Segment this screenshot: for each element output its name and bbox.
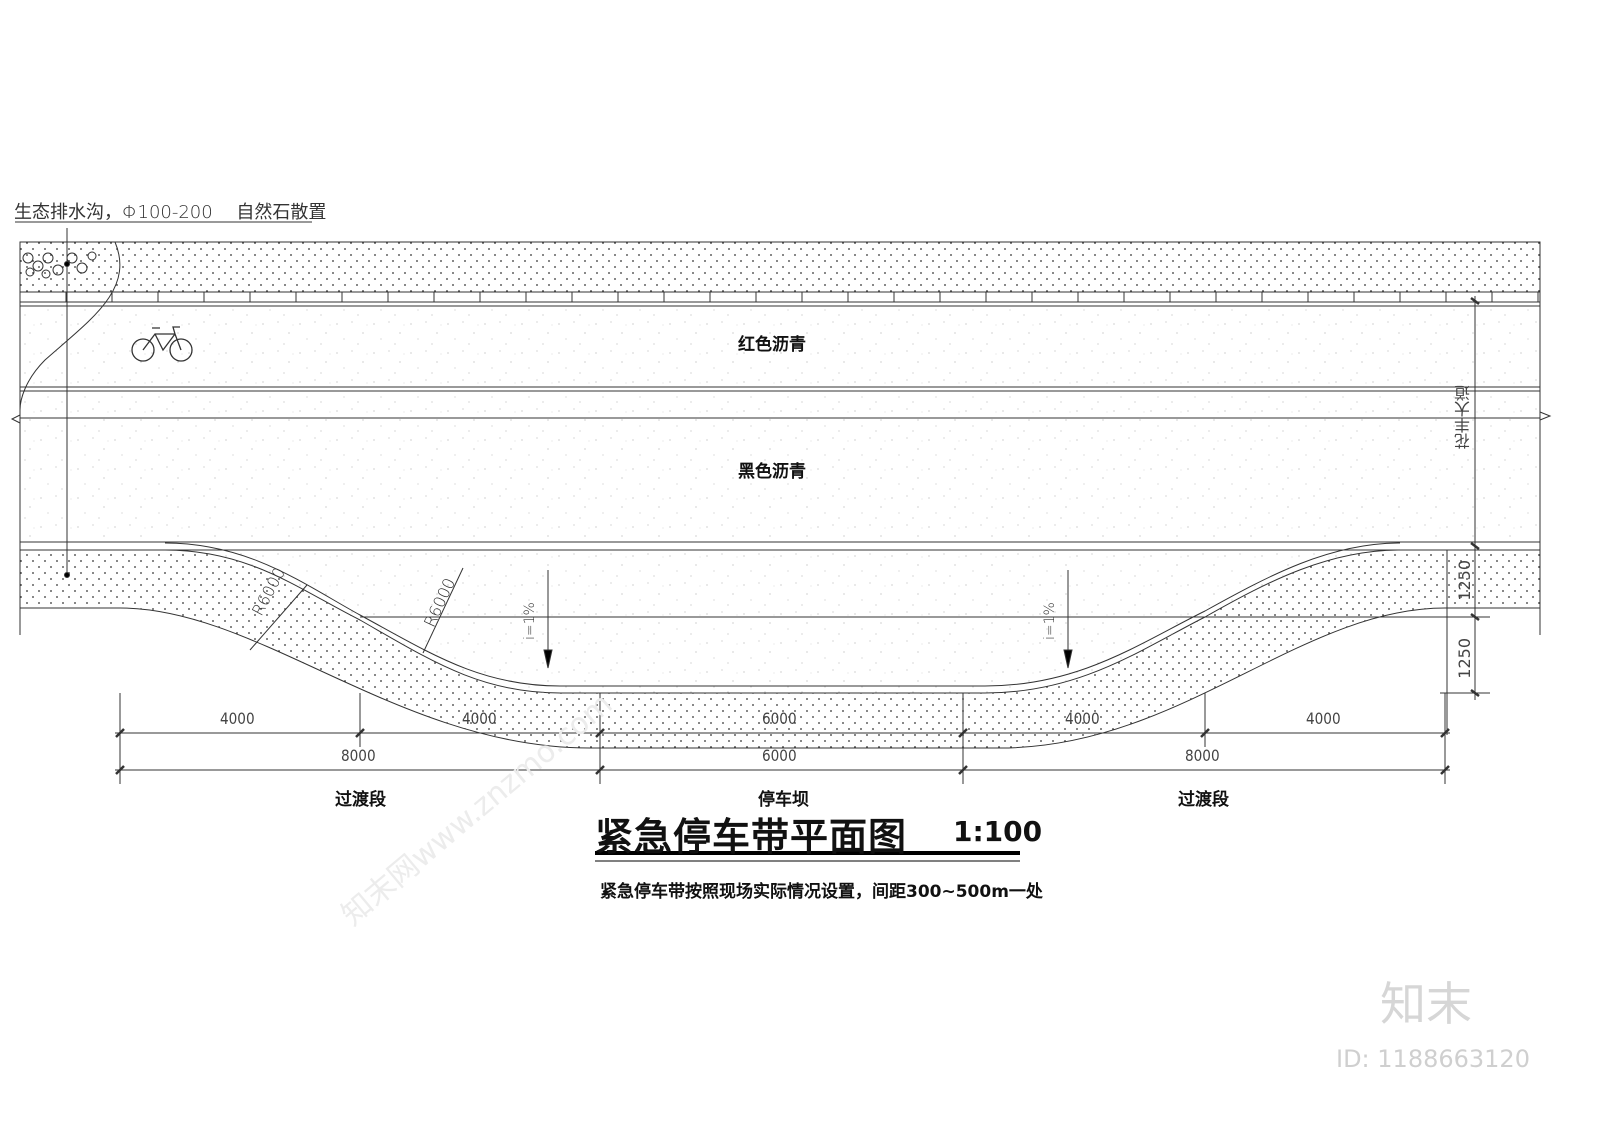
drawing-note: 紧急停车带按照现场实际情况设置，间距300~500m一处 <box>600 882 1043 902</box>
slope-label-left: i=1% <box>522 602 538 640</box>
natural-stones <box>22 251 97 279</box>
segment-label-transition-left: 过渡段 <box>335 790 386 810</box>
dim-row1-5: 4000 <box>1306 709 1341 728</box>
segment-label-transition-right: 过渡段 <box>1178 790 1229 810</box>
bicycle-icon <box>131 326 193 362</box>
red-asphalt-lane <box>19 305 1541 388</box>
dim-row2-1: 8000 <box>341 746 376 765</box>
dim-row2-2: 6000 <box>762 746 797 765</box>
road-name-label: 花丰大道 <box>1454 385 1473 449</box>
right-dim-1: 1250 <box>1455 560 1474 601</box>
black-asphalt-label: 黑色沥青 <box>738 462 806 482</box>
black-asphalt-lane <box>19 390 1541 543</box>
slope-label-right: i=1% <box>1042 602 1058 640</box>
watermark-logo: 知末 <box>1380 977 1472 1031</box>
drainage-callout-label: 生态排水沟，Φ100-200 自然石散置 <box>14 202 327 223</box>
drawing-title: 紧急停车带平面图 <box>595 815 908 859</box>
drawing-scale: 1:100 <box>953 815 1043 848</box>
dim-row1-4: 4000 <box>1065 709 1100 728</box>
dim-row1-3: 6000 <box>762 709 797 728</box>
watermark-id: ID: 1188663120 <box>1336 1045 1530 1073</box>
right-dim-2: 1250 <box>1455 638 1474 679</box>
top-planting-strip <box>19 241 1541 293</box>
top-curb-tiles <box>19 292 1539 302</box>
dim-row1-2: 4000 <box>462 709 497 728</box>
red-asphalt-label: 红色沥青 <box>738 335 806 355</box>
dim-row2-3: 8000 <box>1185 746 1220 765</box>
segment-label-parking: 停车坝 <box>758 790 809 810</box>
dim-row1-1: 4000 <box>220 709 255 728</box>
